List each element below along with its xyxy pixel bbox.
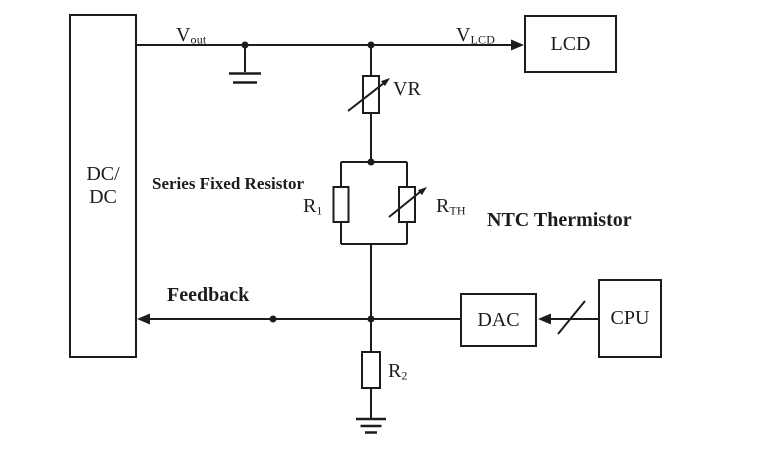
r1-label-main: R xyxy=(303,195,317,217)
rth-label-sub: TH xyxy=(449,203,466,218)
r2-label-sub: 2 xyxy=(401,368,408,383)
resistor-rth-body xyxy=(398,186,416,223)
vout-label-main: V xyxy=(176,24,191,46)
vout-label: Vout xyxy=(176,25,207,46)
dac-block: DAC xyxy=(460,293,537,347)
resistor-r1-body xyxy=(332,186,350,223)
cpu-block: CPU xyxy=(598,279,662,358)
variable-resistor-arrow-icon xyxy=(347,82,385,112)
r2-label: R2 xyxy=(388,361,408,382)
arrowhead-into-lcd xyxy=(511,39,524,51)
dcdc-label-line2: DC xyxy=(89,186,117,208)
dcdc-label-line1: DC/ xyxy=(86,163,120,185)
vlcd-label-sub: LCD xyxy=(470,32,496,47)
feedback-annotation: Feedback xyxy=(167,284,250,306)
lcd-block: LCD xyxy=(524,15,617,73)
rth-label: RTH xyxy=(436,196,466,217)
bus-slash-icon xyxy=(557,300,586,335)
arrowhead-into-dac xyxy=(538,313,551,325)
lcd-label: LCD xyxy=(550,32,591,55)
dcdc-converter-block: DC/ DC xyxy=(69,14,137,358)
r2-label-main: R xyxy=(388,360,402,382)
resistor-r2-body xyxy=(361,351,381,389)
vr-label-main: VR xyxy=(393,78,421,100)
variable-resistor-arrowhead xyxy=(417,187,427,196)
junction-dot xyxy=(269,315,277,323)
variable-resistor-arrow-icon xyxy=(388,191,421,218)
r1-label-sub: 1 xyxy=(316,203,323,218)
r1-label: R1 xyxy=(303,196,323,217)
vout-label-sub: out xyxy=(190,32,207,47)
dac-label: DAC xyxy=(477,308,520,331)
series-fixed-resistor-annotation: Series Fixed Resistor xyxy=(152,174,305,193)
variable-resistor-arrowhead xyxy=(380,78,390,87)
vr-label: VR xyxy=(393,79,421,99)
vlcd-label-main: V xyxy=(456,24,471,46)
rth-label-main: R xyxy=(436,195,450,217)
ntc-thermistor-annotation: NTC Thermistor xyxy=(487,209,632,231)
arrowhead-into-dcdc xyxy=(137,313,150,325)
vlcd-label: VLCD xyxy=(456,25,495,46)
cpu-label: CPU xyxy=(610,307,650,329)
resistor-vr-body xyxy=(362,75,380,114)
